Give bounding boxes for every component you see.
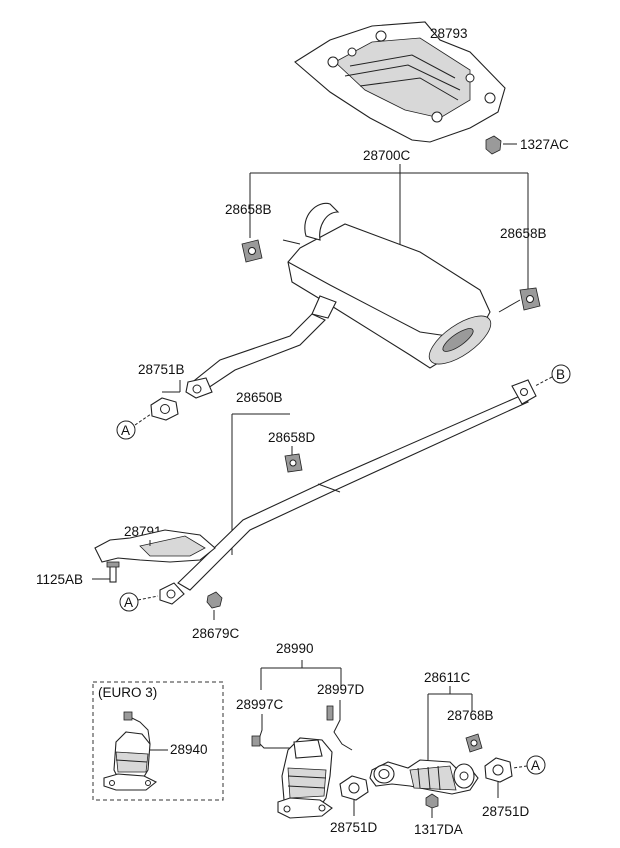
heat-protector-28791: 28791 [94,524,216,563]
label-28751D-left: 28751D [330,820,378,835]
label-28997D: 28997D [317,682,365,697]
marker-A-1-text: A [121,423,130,438]
label-28768B: 28768B [447,708,494,723]
label-28658D: 28658D [268,430,316,445]
front-pipe-28611C: 28611C 28768B [369,670,494,795]
nut-1327AC: 1327AC [485,135,569,155]
label-28751D-right: 28751D [482,804,530,819]
gasket-28751D-left: 28751D [330,775,378,835]
label-1327AC: 1327AC [520,137,569,152]
label-28650B: 28650B [236,390,283,405]
gasket-28751B: 28751B [138,362,185,421]
marker-A-2-text: A [124,595,133,610]
marker-A-3: A [512,755,546,775]
nut-1317DA: 1317DA [414,793,463,837]
nut-28679C: 28679C [192,591,240,641]
muffler-assembly-28700C: 28700C [185,148,529,399]
center-pipe-28650B: 28650B [159,379,537,605]
euro3-variant-box: (EURO 3) 28940 [92,681,224,801]
rubber-hanger-28658B-left: 28658B [225,202,272,263]
bolt-1125AB: 1125AB [36,561,120,587]
rubber-hanger-28658B-right: 28658B [500,226,547,311]
label-28793: 28793 [430,26,468,41]
label-28679C: 28679C [192,626,240,641]
catalytic-converter-28990: 28990 28997C 28997D [236,641,365,819]
gasket-28751D-right: 28751D [482,757,530,819]
label-28751B: 28751B [138,362,185,377]
label-28940: 28940 [170,742,208,757]
label-28700C: 28700C [363,148,411,163]
label-28658B-right: 28658B [500,226,547,241]
label-28611C: 28611C [424,670,471,685]
label-1125AB: 1125AB [36,572,83,587]
label-28997C: 28997C [236,697,284,712]
label-28658B-left: 28658B [225,202,272,217]
marker-B: B [534,364,571,387]
marker-A-2: A [119,592,159,612]
rubber-hanger-28658D: 28658D [268,430,316,473]
heat-protector-28793: 28793 [294,21,506,143]
marker-B-text: B [556,367,565,382]
marker-A-3-text: A [531,758,540,773]
label-1317DA: 1317DA [414,822,463,837]
label-28990: 28990 [276,641,314,656]
label-euro3: (EURO 3) [98,685,157,700]
marker-A-1: A [116,413,152,440]
